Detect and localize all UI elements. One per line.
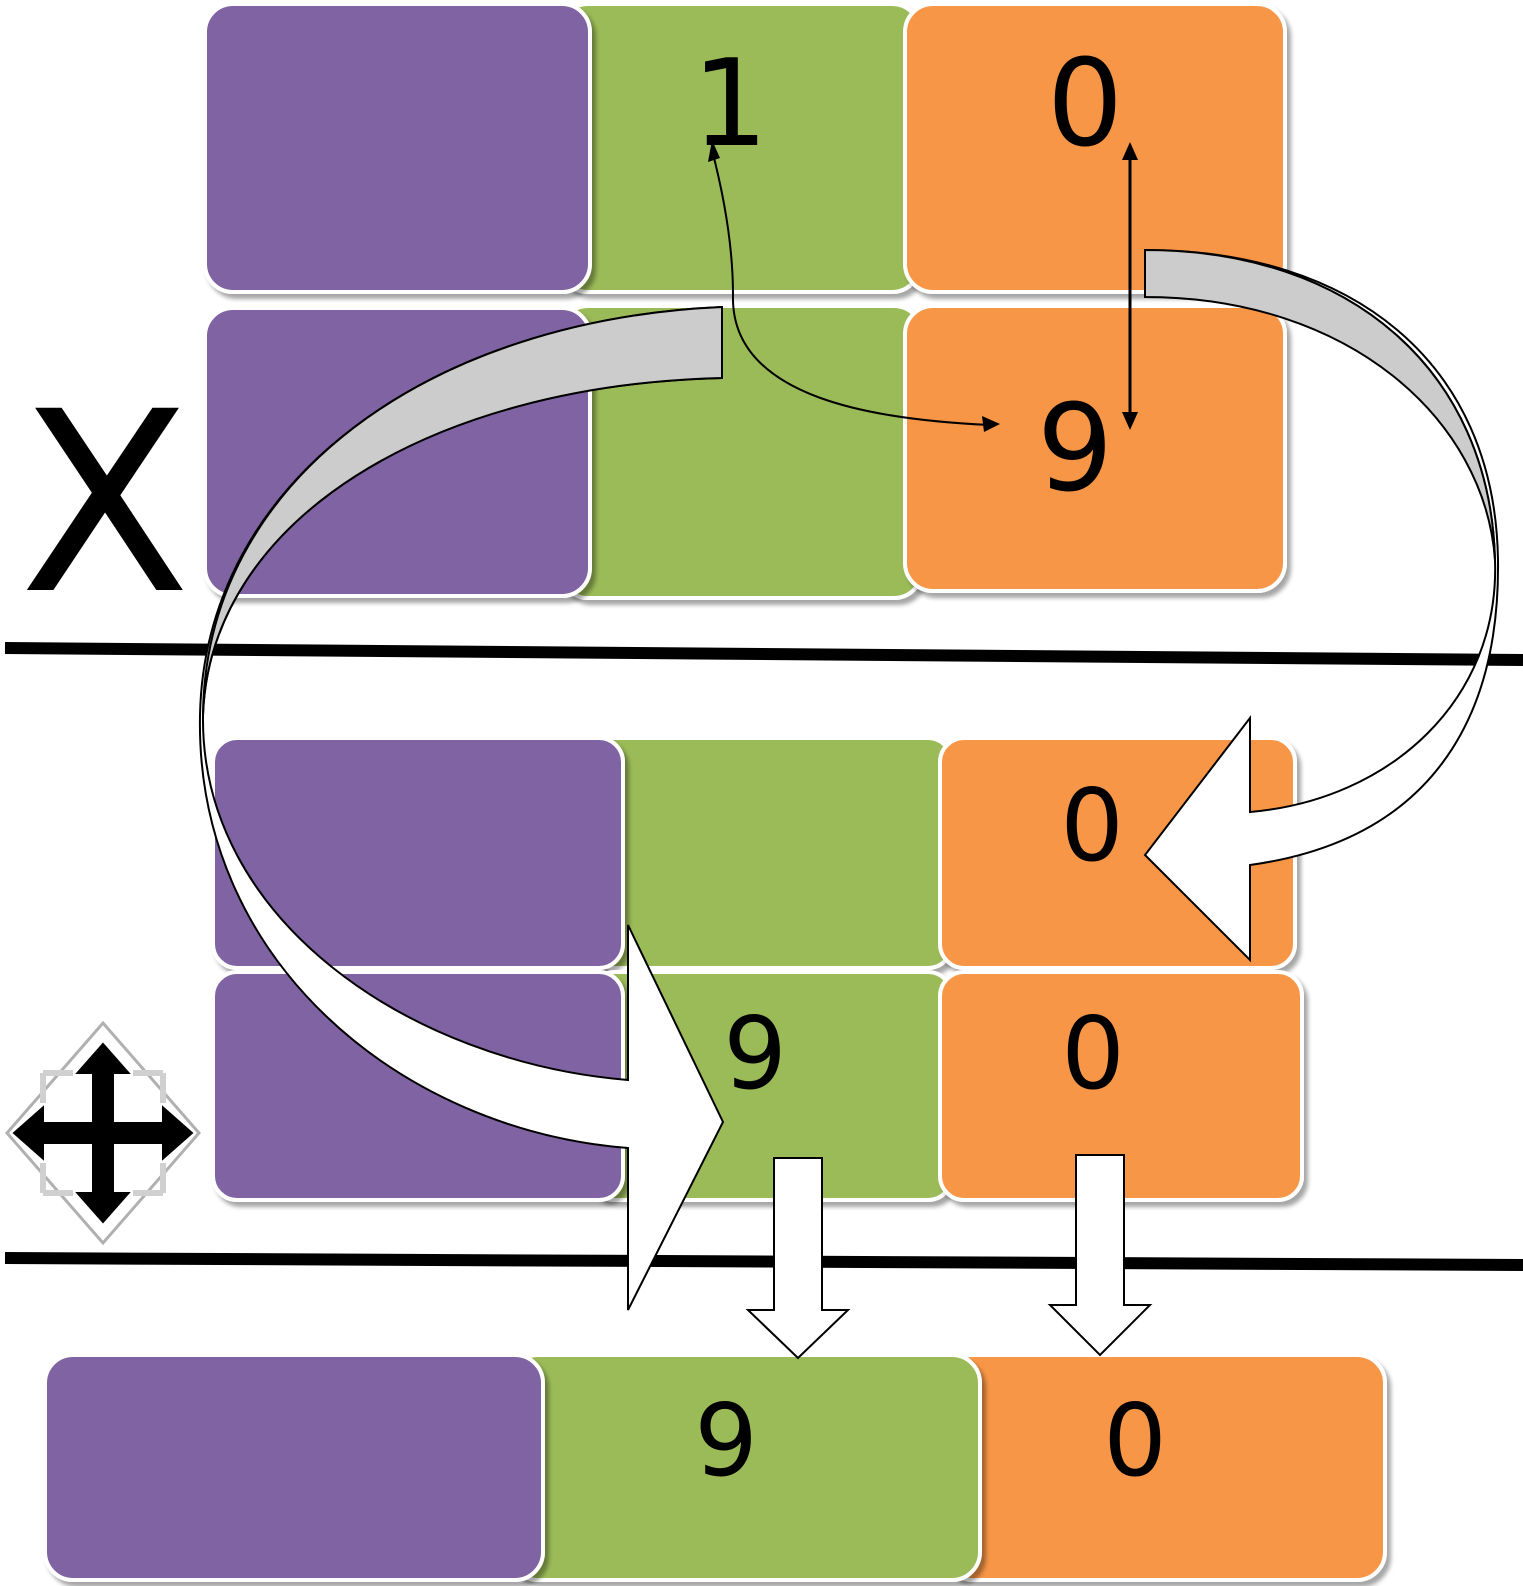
thin-double-arrow	[1122, 142, 1138, 430]
divider-line	[4, 642, 1523, 666]
tens-block	[588, 736, 954, 970]
multiplication-sign: X	[19, 358, 190, 649]
down-arrow-ones	[1047, 1154, 1153, 1357]
tens-digit: 9	[694, 1382, 758, 1499]
ones-block	[903, 304, 1287, 593]
divider-line	[4, 1252, 1523, 1271]
four-way-arrow-icon	[5, 1020, 201, 1246]
curved-arrow-left	[198, 305, 725, 1311]
row-partial-product-2: 9 0	[211, 970, 1304, 1202]
row-partial-product-1: 0	[211, 736, 1297, 970]
hundreds-block	[211, 736, 625, 970]
ones-digit: 0	[1061, 995, 1125, 1112]
down-arrow-tens	[745, 1157, 851, 1360]
hundreds-block	[43, 1353, 545, 1582]
curved-arrow-right	[1143, 248, 1500, 963]
tens-digit: 9	[723, 995, 787, 1112]
ones-digit: 0	[1060, 767, 1124, 884]
hundreds-block	[203, 2, 592, 294]
row-top-factor: 1 0	[203, 2, 1287, 294]
thin-curved-arrow	[708, 140, 1000, 432]
ones-digit: 0	[1103, 1382, 1167, 1499]
ones-digit: 0	[1047, 35, 1123, 174]
ones-digit: 9	[1037, 380, 1113, 519]
tens-digit: 1	[692, 35, 768, 174]
ones-block	[903, 2, 1287, 294]
row-result: 9 0	[43, 1353, 1387, 1582]
